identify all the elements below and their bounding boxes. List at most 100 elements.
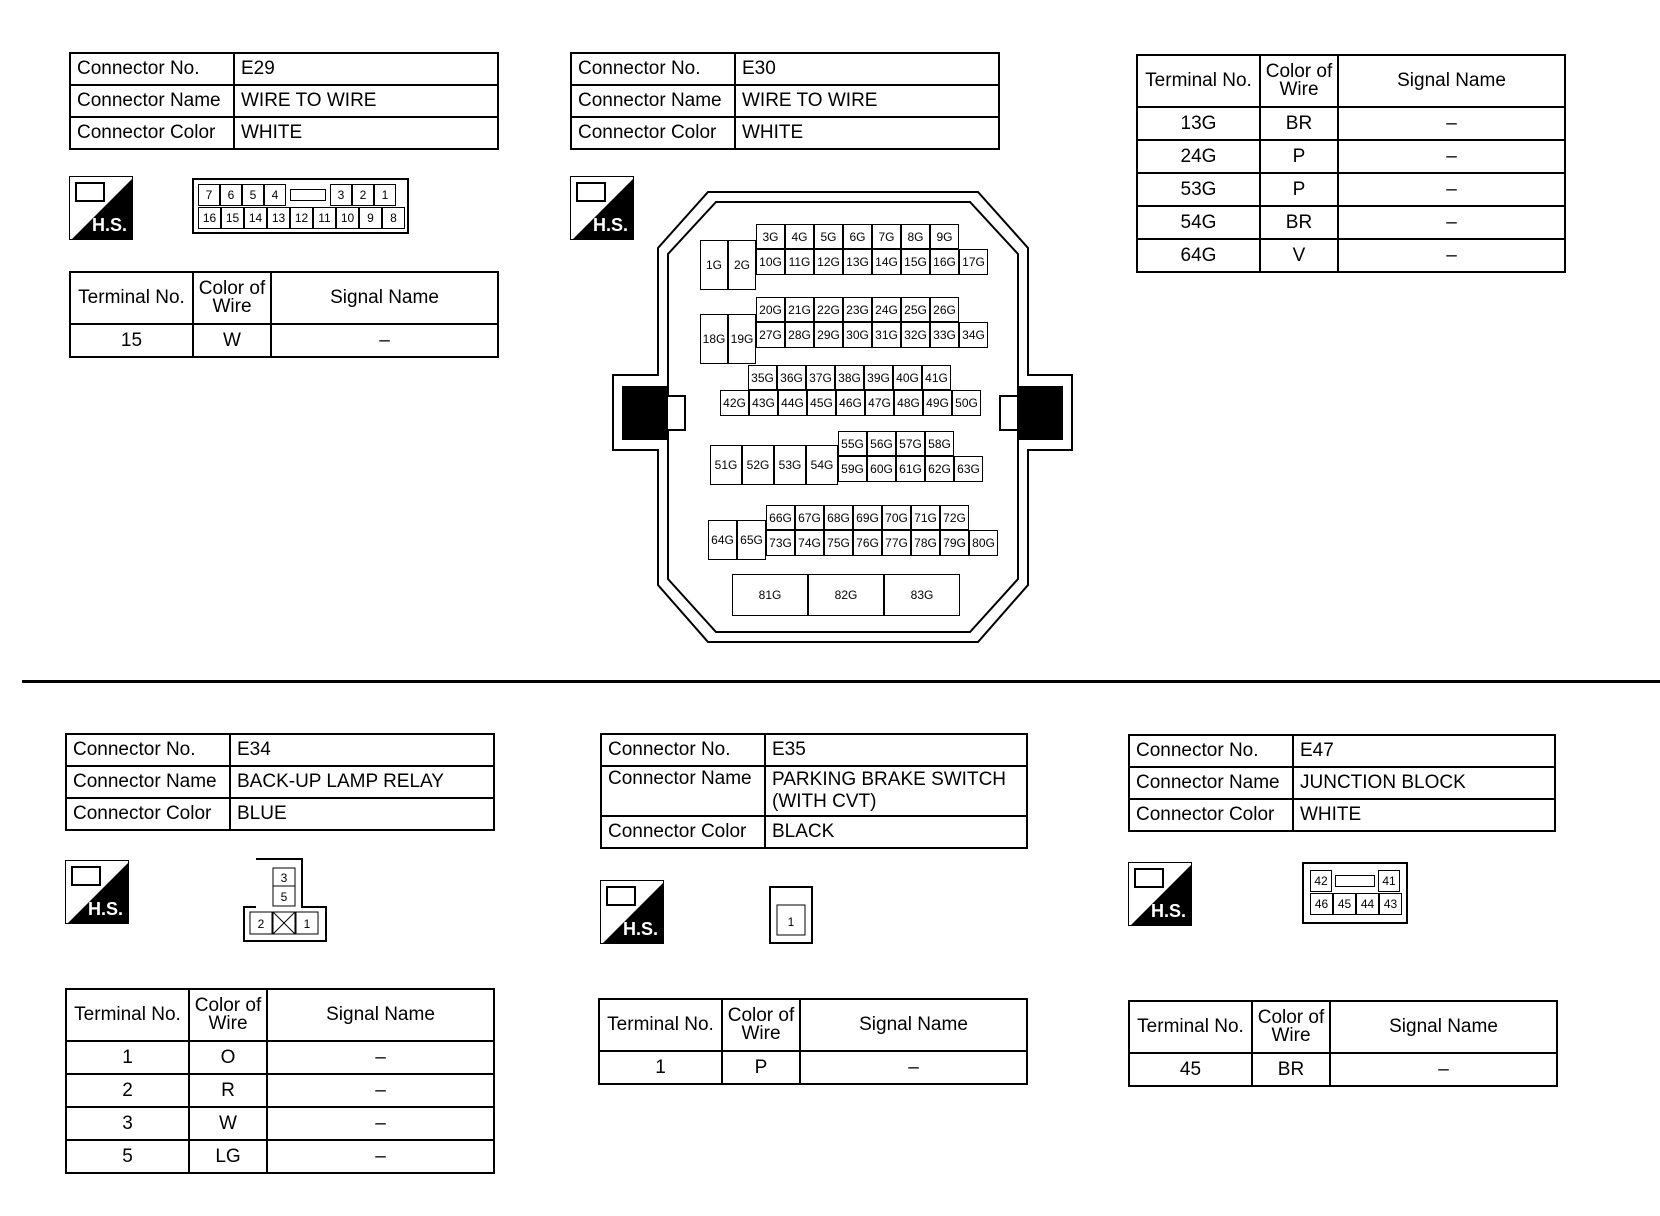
terminal-no-cell: 45 — [1128, 1052, 1253, 1087]
lock-slot — [286, 184, 330, 206]
pin-cell: 8G — [901, 224, 930, 249]
pin-cell: 56G — [867, 431, 896, 456]
e35-terminal-table: Terminal No. Color of Wire Signal Name 1… — [598, 998, 1028, 1085]
pin-cell: 3G — [756, 224, 785, 249]
pin-label: 3 — [281, 871, 288, 885]
connector-name-label: Connector Name — [69, 84, 235, 118]
connector-color-label: Connector Color — [600, 815, 766, 849]
connector-color-label: Connector Color — [570, 116, 736, 150]
connector-name-label: Connector Name — [600, 765, 766, 817]
pin-cell: 14G — [872, 249, 901, 275]
color-of-wire-header: Color of Wire — [192, 271, 272, 325]
signal-name-cell: – — [1337, 139, 1566, 174]
lock-slot-rect — [290, 189, 326, 201]
pin-cell: 27G — [756, 322, 785, 348]
connector-name-label: Connector Name — [570, 84, 736, 118]
pin-cell: 21G — [785, 297, 814, 322]
pin-cell: 40G — [893, 365, 922, 390]
pin-cell: 11G — [785, 249, 814, 275]
pin-cell: 74G — [795, 530, 824, 556]
pin-cell: 70G — [882, 505, 911, 530]
pin-cell: 12 — [290, 207, 313, 229]
section-divider — [22, 680, 1660, 683]
color-of-wire-header: Color of Wire — [188, 988, 268, 1042]
pin-cell: 42 — [1310, 870, 1332, 892]
pin-cell: 6 — [220, 184, 242, 206]
signal-name-cell: – — [266, 1040, 495, 1075]
connector-no-label: Connector No. — [570, 52, 736, 86]
pin-cell: 41 — [1378, 870, 1400, 892]
color-of-wire-header: Color of Wire — [1259, 54, 1339, 108]
signal-name-cell: – — [799, 1050, 1028, 1085]
e34-connector-face: 3 5 2 1 — [243, 858, 327, 942]
connector-name-label: Connector Name — [65, 765, 231, 799]
pin-cell: 83G — [884, 574, 960, 616]
signal-name-header: Signal Name — [799, 998, 1028, 1052]
pin-cell: 73G — [766, 530, 795, 556]
connector-color-value: WHITE — [233, 116, 499, 150]
pin-cell: 7 — [198, 184, 220, 206]
pin-cell: 66G — [766, 505, 795, 530]
pin-cell: 33G — [930, 322, 959, 348]
table-row: 45 BR – — [1128, 1052, 1558, 1087]
pin-cell: 45G — [807, 390, 836, 416]
terminal-no-header: Terminal No. — [69, 271, 194, 325]
pin-cell: 1G — [700, 240, 728, 290]
signal-name-cell: – — [1337, 106, 1566, 141]
pin-cell: 19G — [728, 314, 756, 364]
pin-cell: 46 — [1310, 893, 1333, 915]
connector-no-label: Connector No. — [65, 733, 231, 767]
signal-name-header: Signal Name — [1337, 54, 1566, 108]
pin-cell: 37G — [806, 365, 835, 390]
terminal-no-header: Terminal No. — [1128, 1000, 1253, 1054]
terminal-no-cell: 1 — [598, 1050, 723, 1085]
terminal-no-header: Terminal No. — [65, 988, 190, 1042]
pin-cell: 34G — [959, 322, 988, 348]
pin-cell: 14 — [244, 207, 267, 229]
pin-cell: 79G — [940, 530, 969, 556]
signal-name-header: Signal Name — [270, 271, 499, 325]
hs-icon: H.S. — [600, 880, 664, 944]
color-of-wire-header: Color of Wire — [721, 998, 801, 1052]
pin-cell: 23G — [843, 297, 872, 322]
pin-cell: 32G — [901, 322, 930, 348]
pin-cell: 12G — [814, 249, 843, 275]
connector-color-label: Connector Color — [1128, 798, 1294, 832]
pin-cell: 57G — [896, 431, 925, 456]
connector-name-line2: (WITH CVT) — [772, 791, 877, 812]
pin-cell: 63G — [954, 456, 983, 482]
signal-name-header: Signal Name — [1329, 1000, 1558, 1054]
wire-color-cell: R — [188, 1073, 268, 1108]
pin-cell: 28G — [785, 322, 814, 348]
terminal-no-cell: 53G — [1136, 172, 1261, 207]
pin-cell: 52G — [742, 445, 774, 485]
table-row: 15 W – — [69, 323, 499, 358]
terminal-no-header: Terminal No. — [1136, 54, 1261, 108]
signal-name-header: Signal Name — [266, 988, 495, 1042]
pin-cell: 5 — [242, 184, 264, 206]
connector-no-value: E30 — [734, 52, 1000, 86]
e34-terminal-table: Terminal No. Color of Wire Signal Name 1… — [65, 988, 495, 1174]
pin-cell: 50G — [952, 390, 981, 416]
connector-name-value: PARKING BRAKE SWITCH(WITH CVT) — [764, 765, 1028, 817]
wire-color-cell: P — [1259, 172, 1339, 207]
connector-no-label: Connector No. — [69, 52, 235, 86]
pin-cell: 15G — [901, 249, 930, 275]
connector-color-value: BLUE — [229, 797, 495, 831]
hs-icon: H.S. — [570, 176, 634, 240]
wire-color-cell: BR — [1251, 1052, 1331, 1087]
hs-icon: H.S. — [1128, 862, 1192, 926]
pin-cell: 71G — [911, 505, 940, 530]
